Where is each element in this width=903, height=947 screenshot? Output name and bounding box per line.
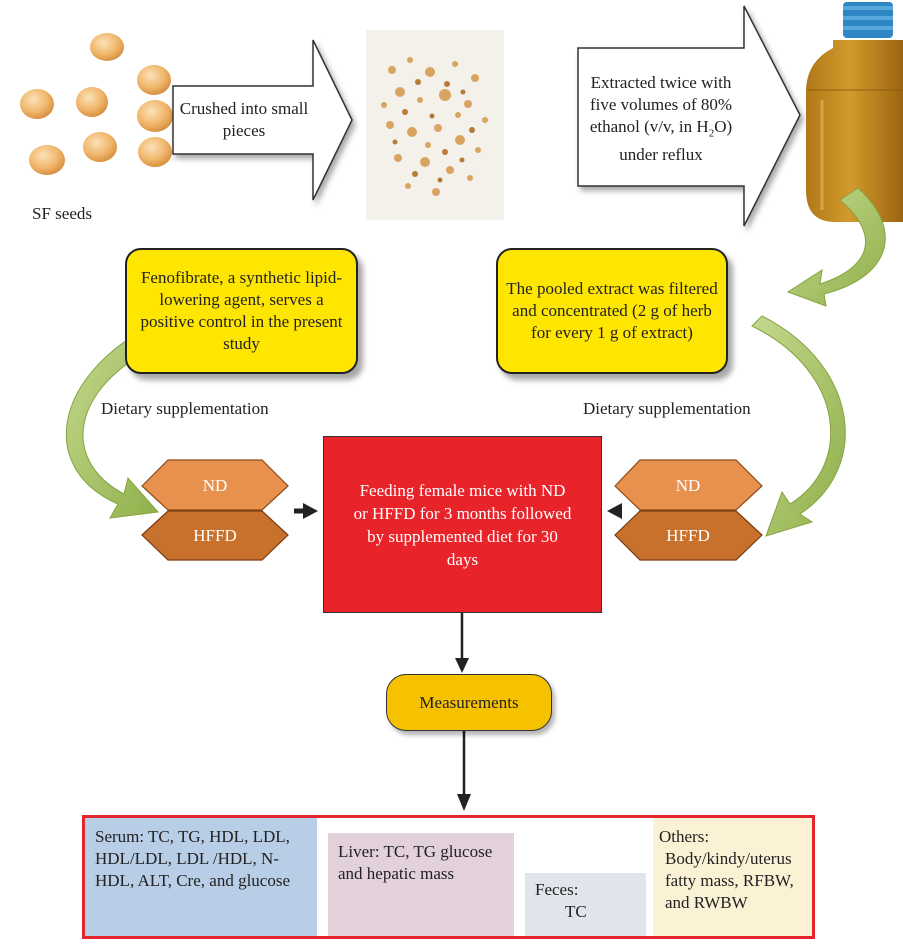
liver-text: Liver: TC, TG glucose and hepatic mass <box>338 842 493 883</box>
right-nd-label: ND <box>675 476 701 495</box>
left-hffd-label: HFFD <box>193 526 237 545</box>
left-nd-label: ND <box>202 476 228 495</box>
pooled-extract-text: The pooled extract was filtered and conc… <box>506 279 718 342</box>
right-to-feeding-arrow <box>607 503 622 519</box>
feces-title: Feces: <box>535 880 579 899</box>
extract-line-3: ethanol (v/v, in H2O) <box>589 117 733 140</box>
right-nd-hexagon <box>614 459 763 511</box>
feeding-text: Feeding female mice with ND or HFFD for … <box>353 480 572 569</box>
left-hffd-hexagon <box>141 510 289 561</box>
feeding-to-measurements-arrow <box>455 612 469 673</box>
measurements-to-results-arrow <box>457 730 471 811</box>
extract-line-4: under reflux <box>619 145 703 165</box>
ethanol-bottle-image <box>806 2 903 222</box>
serum-pane: Serum: TC, TG, HDL, LDL, HDL/LDL, LDL /H… <box>85 818 317 936</box>
positive-control-box: Fenofibrate, a synthetic lipid-lowering … <box>125 248 358 374</box>
measurements-text: Measurements <box>419 692 519 712</box>
right-hffd-hexagon <box>614 510 763 561</box>
right-hffd-label: HFFD <box>666 526 710 545</box>
sf-seeds-image <box>20 33 173 175</box>
seeds-caption: SF seeds <box>32 204 92 223</box>
extract-step-label: Extracted twice with five volumes of 80%… <box>578 72 744 166</box>
dietary-label-right: Dietary supplementation <box>583 399 751 418</box>
left-nd-hexagon <box>141 459 289 511</box>
extract-line-1: Extracted twice with <box>590 73 732 92</box>
extract-line-2: five volumes of 80% <box>589 95 733 114</box>
others-title: Others: <box>659 827 710 846</box>
feces-value: TC <box>565 902 587 921</box>
results-panel: Serum: TC, TG, HDL, LDL, HDL/LDL, LDL /H… <box>82 815 815 939</box>
right-dietary-arrow <box>751 315 846 537</box>
feeding-box: Feeding female mice with ND or HFFD for … <box>323 436 602 613</box>
others-value: Body/kindy/uterus fatty mass, RFBW, and … <box>665 849 794 912</box>
positive-control-text: Fenofibrate, a synthetic lipid-lowering … <box>140 268 343 353</box>
extract-arrow <box>577 5 801 227</box>
crush-step-label: Crushed into small pieces <box>179 99 309 140</box>
pooled-extract-box: The pooled extract was filtered and conc… <box>496 248 728 374</box>
serum-text: Serum: TC, TG, HDL, LDL, HDL/LDL, LDL /H… <box>95 827 290 890</box>
feces-pane: Feces: TC <box>525 873 646 936</box>
measurements-box: Measurements <box>386 674 552 731</box>
bottle-to-extract-arrow <box>786 187 886 307</box>
others-pane: Others: Body/kindy/uterus fatty mass, RF… <box>653 818 812 936</box>
crushed-pieces-image <box>366 30 504 220</box>
dietary-label-left: Dietary supplementation <box>101 399 269 418</box>
crush-arrow <box>172 39 353 201</box>
left-to-feeding-arrow <box>294 503 318 519</box>
liver-pane: Liver: TC, TG glucose and hepatic mass <box>328 833 514 936</box>
left-dietary-arrow <box>65 325 161 519</box>
